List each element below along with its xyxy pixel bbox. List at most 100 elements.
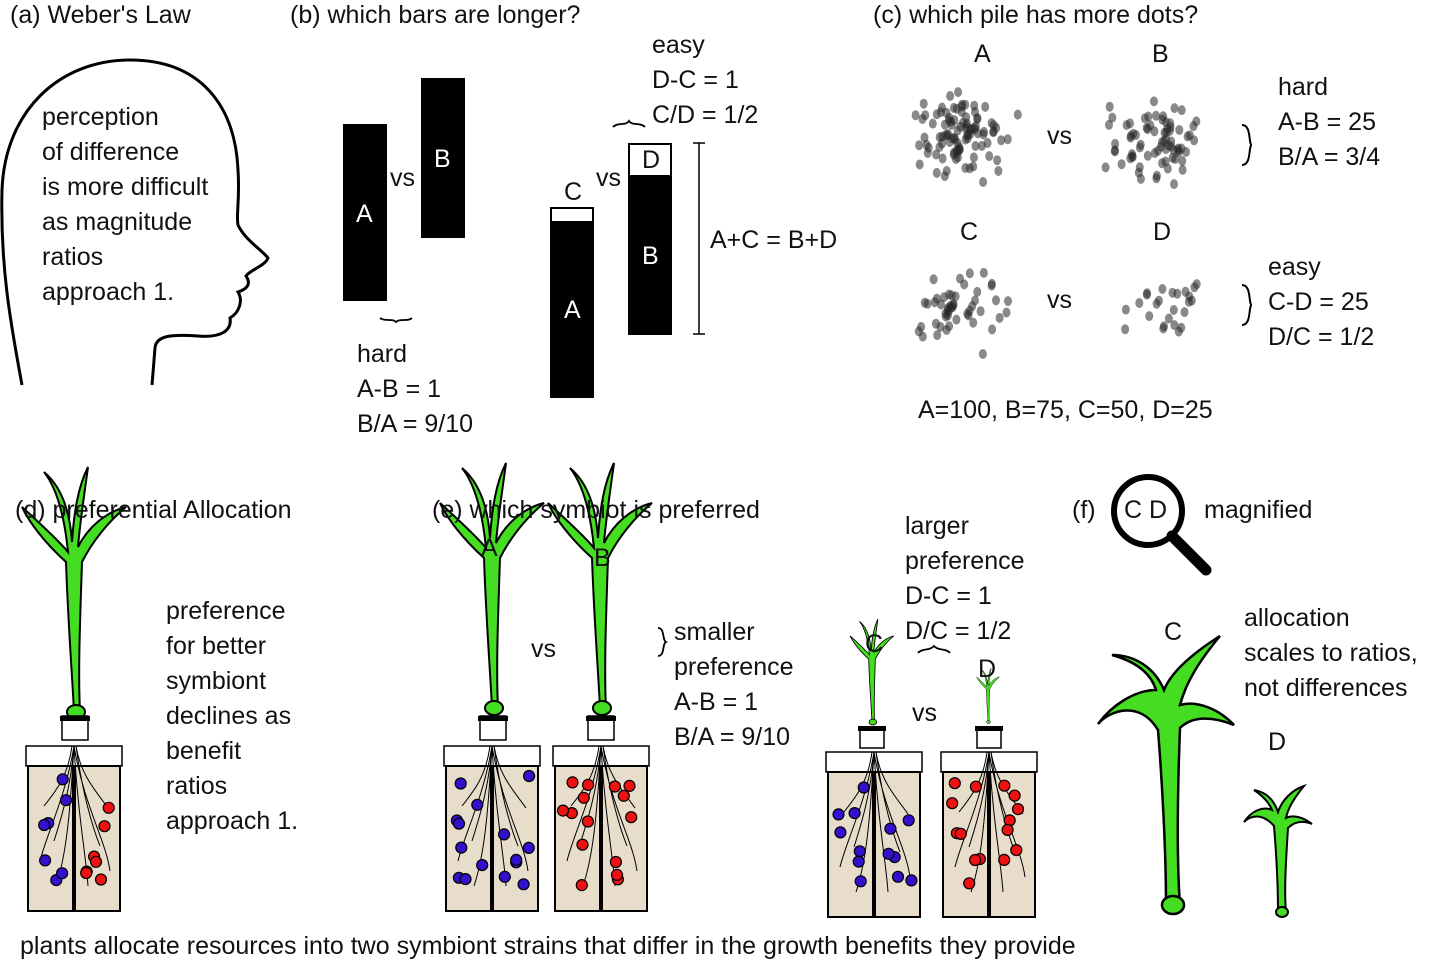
pile-dot: [1140, 113, 1149, 124]
pile-dot: [1154, 295, 1163, 306]
pile-dot: [1162, 127, 1171, 138]
pile-dot: [950, 132, 959, 143]
pile-dot: [1185, 130, 1194, 141]
pile-dot: [965, 268, 974, 279]
panel-f-text: allocation scales to ratios, not differe…: [1244, 604, 1418, 702]
pile-dot: [971, 121, 980, 131]
pile-dot: [1160, 321, 1168, 332]
symbiont-dot: [848, 806, 861, 820]
symbiont-dot: [963, 877, 976, 890]
smaller-pref-note: smaller preference A-B = 1 B/A = 9/10: [674, 618, 794, 751]
pile-dot: [1150, 148, 1159, 158]
c-easy-note: easy C-D = 25 D/C = 1/2: [1268, 253, 1375, 351]
symbiont-dot: [891, 870, 905, 883]
pile-dot: [1170, 320, 1179, 331]
panel-f-title: (f): [1072, 496, 1096, 524]
pile-dot: [943, 310, 952, 321]
pile-dot: [992, 295, 1000, 306]
panel-d-title: (d) preferential Allocation: [15, 496, 292, 524]
pile-dot: [994, 166, 1003, 176]
plant-c-small-label: C: [865, 630, 884, 658]
pile-dot: [969, 317, 978, 328]
pile-dot: [979, 267, 988, 278]
pile-dot: [1152, 173, 1161, 184]
symbiont-dot: [625, 811, 638, 824]
symbiont-dot: [102, 801, 115, 814]
pile-dot: [979, 129, 988, 140]
symbiont-dot: [954, 827, 967, 841]
pile-dot: [960, 279, 969, 290]
pile-dot: [946, 91, 955, 101]
pile-dot: [995, 312, 1004, 323]
symbiont-dot: [581, 778, 595, 792]
pile-dot: [1003, 134, 1012, 145]
pile-dot: [954, 145, 963, 156]
pile-dot: [923, 298, 932, 309]
pile-dot: [1145, 311, 1154, 322]
dot-piles: [911, 87, 1201, 359]
pile-dot: [1173, 288, 1182, 299]
pile-c-label: C: [960, 218, 979, 246]
pile-dot: [952, 314, 961, 325]
pile-dot: [1121, 324, 1130, 335]
brace-c-easy: [1241, 284, 1253, 326]
pile-dot: [985, 151, 994, 162]
larger-pref-note: larger preference D-C = 1 D/C = 1/2: [905, 512, 1025, 645]
bar-b-easy: [628, 176, 672, 335]
plant-c-large-label: C: [1164, 618, 1183, 646]
pile-dot: [963, 130, 972, 141]
symbiont-dot: [1010, 843, 1023, 857]
symbiont-dot: [556, 804, 570, 817]
pile-dot: [1136, 139, 1145, 150]
pile-dot: [1185, 291, 1194, 302]
pile-dot: [971, 141, 980, 151]
pile-dot: [935, 132, 944, 143]
symbiont-dot: [517, 878, 530, 891]
pile-dot: [938, 153, 947, 164]
pile-dot: [992, 122, 1001, 133]
vs-e-bottom: vs: [912, 699, 937, 727]
c-hard-note: hard A-B = 25 B/A = 3/4: [1278, 73, 1381, 171]
brace-easy: [612, 119, 646, 128]
pile-dot: [1134, 167, 1143, 178]
pile-dot: [930, 297, 939, 308]
pot-b: [552, 745, 650, 912]
pile-dot: [1110, 146, 1119, 157]
symbiont-dot: [1011, 802, 1025, 816]
pile-dot: [1177, 105, 1186, 116]
pile-dot: [1122, 120, 1131, 131]
symbiont-dot: [576, 838, 589, 851]
symbiont-dot: [617, 789, 630, 802]
panel-b-title: (b) which bars are longer?: [290, 1, 581, 29]
symbiont-dot: [476, 858, 489, 872]
pile-dot: [1158, 114, 1167, 125]
symbiont-dot: [455, 841, 468, 854]
magnified-label: magnified: [1204, 496, 1313, 524]
bar-a-hard: [343, 124, 387, 301]
pile-dot: [968, 301, 977, 312]
symbiont-dot: [522, 769, 536, 783]
pile-dot: [1170, 103, 1179, 114]
symbiont-dot: [882, 847, 895, 860]
symbiont-dot: [834, 826, 847, 839]
pile-dot: [1164, 313, 1173, 324]
symbiont-dot: [454, 777, 467, 790]
pile-dot: [978, 349, 987, 359]
plant-b-label: B: [594, 544, 611, 572]
symbiont-dot: [498, 828, 511, 841]
pile-dot: [1002, 307, 1011, 318]
pile-dot: [923, 148, 932, 158]
pile-dot: [979, 177, 988, 187]
figure-caption: plants allocate resources into two symbi…: [20, 932, 1076, 960]
symbiont-dot: [832, 808, 845, 821]
pile-dot: [1158, 158, 1167, 169]
pile-dot: [1142, 289, 1151, 300]
pile-dot: [952, 103, 961, 114]
pile-dot: [1178, 156, 1187, 166]
pile-dot: [959, 117, 968, 128]
pile-dot: [1157, 141, 1165, 152]
symbiont-dot: [581, 815, 595, 828]
pile-dot: [1192, 279, 1201, 290]
pile-dot: [932, 149, 941, 160]
pile-dot: [954, 87, 963, 98]
